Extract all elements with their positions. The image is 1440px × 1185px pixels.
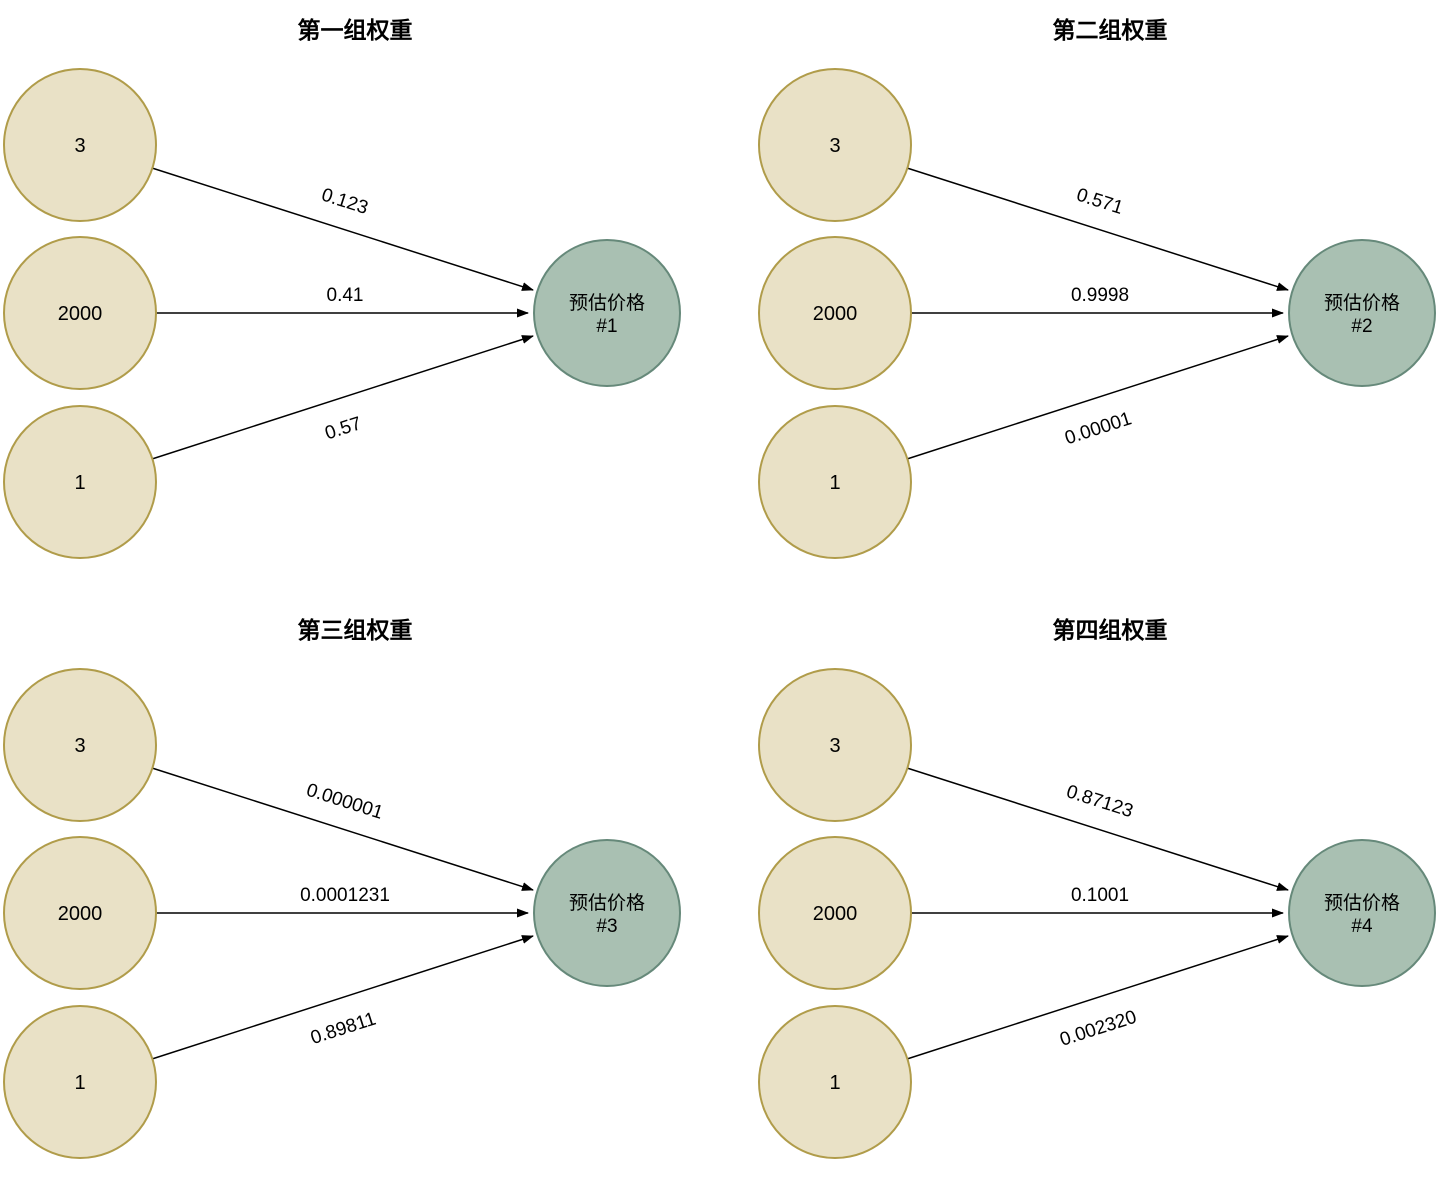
input-node-1	[758, 1005, 912, 1159]
output-node-label-line1: 预估价格	[569, 292, 645, 314]
weight-label: 0.002320	[1057, 1007, 1139, 1051]
output-node-label-line2: #4	[1351, 916, 1373, 937]
panel-title: 第一组权重	[298, 17, 413, 43]
weight-label: 0.1001	[1071, 885, 1129, 906]
weight-panel-1: 第一组权重 0.123 0.41 0.57 3 2000 1 预估价格 #1	[3, 17, 681, 559]
input-node-1	[3, 1005, 157, 1159]
weight-label: 0.000001	[304, 780, 386, 824]
weight-label: 0.89811	[308, 1009, 378, 1049]
input-node-2000	[758, 836, 912, 990]
weight-label: 0.00001	[1062, 408, 1134, 449]
edge-input3-to-output	[906, 935, 1289, 1060]
edge-input1-to-output	[906, 167, 1289, 291]
output-node-label-line2: #1	[596, 316, 617, 337]
input-node-2000	[3, 236, 157, 390]
output-node-label-line2: #2	[1351, 316, 1372, 337]
input-node-label: 2000	[58, 303, 103, 325]
edge-input1-to-output	[151, 167, 534, 291]
input-node-2000	[758, 236, 912, 390]
weight-label: 0.571	[1074, 185, 1126, 219]
input-node-2000	[3, 836, 157, 990]
panel-title: 第四组权重	[1053, 617, 1168, 643]
panel-title: 第三组权重	[298, 617, 413, 643]
input-node-label: 1	[829, 472, 840, 494]
weight-label: 0.0001231	[300, 885, 390, 906]
input-node-label: 2000	[813, 303, 858, 325]
weight-label: 0.41	[327, 285, 364, 306]
weight-label: 0.57	[323, 413, 365, 444]
output-node-label-line1: 预估价格	[1324, 892, 1400, 914]
output-node-label-line2: #3	[596, 916, 617, 937]
input-node-3	[3, 68, 157, 222]
weight-panel-3: 第三组权重 0.000001 0.0001231 0.89811 3 2000 …	[3, 617, 681, 1159]
input-node-label: 3	[74, 135, 85, 157]
weight-label: 0.123	[319, 185, 371, 219]
input-node-3	[758, 668, 912, 822]
output-node-label-line1: 预估价格	[1324, 292, 1400, 314]
weight-panel-4: 第四组权重 0.87123 0.1001 0.002320 3 2000 1 预…	[758, 617, 1436, 1159]
input-node-1	[3, 405, 157, 559]
weight-panel-2: 第二组权重 0.571 0.9998 0.00001 3 2000 1 预估价格…	[758, 17, 1436, 559]
input-node-label: 1	[829, 1072, 840, 1094]
input-node-3	[3, 668, 157, 822]
input-node-label: 1	[74, 1072, 85, 1094]
input-node-label: 3	[829, 135, 840, 157]
weight-label: 0.87123	[1064, 781, 1136, 822]
weight-label: 0.9998	[1071, 285, 1129, 306]
output-node-price-4	[1288, 839, 1436, 987]
input-node-label: 2000	[58, 903, 103, 925]
input-node-label: 3	[829, 735, 840, 757]
input-node-label: 1	[74, 472, 85, 494]
output-node-label-line1: 预估价格	[569, 892, 645, 914]
output-node-price-2	[1288, 239, 1436, 387]
edge-input3-to-output	[151, 935, 534, 1060]
panel-title: 第二组权重	[1053, 17, 1168, 43]
input-node-label: 2000	[813, 903, 858, 925]
input-node-3	[758, 68, 912, 222]
input-node-label: 3	[74, 735, 85, 757]
output-node-price-3	[533, 839, 681, 987]
output-node-price-1	[533, 239, 681, 387]
edge-input3-to-output	[151, 335, 534, 460]
edge-input1-to-output	[906, 767, 1289, 891]
input-node-1	[758, 405, 912, 559]
edge-input1-to-output	[151, 767, 534, 891]
edge-input3-to-output	[906, 335, 1289, 460]
